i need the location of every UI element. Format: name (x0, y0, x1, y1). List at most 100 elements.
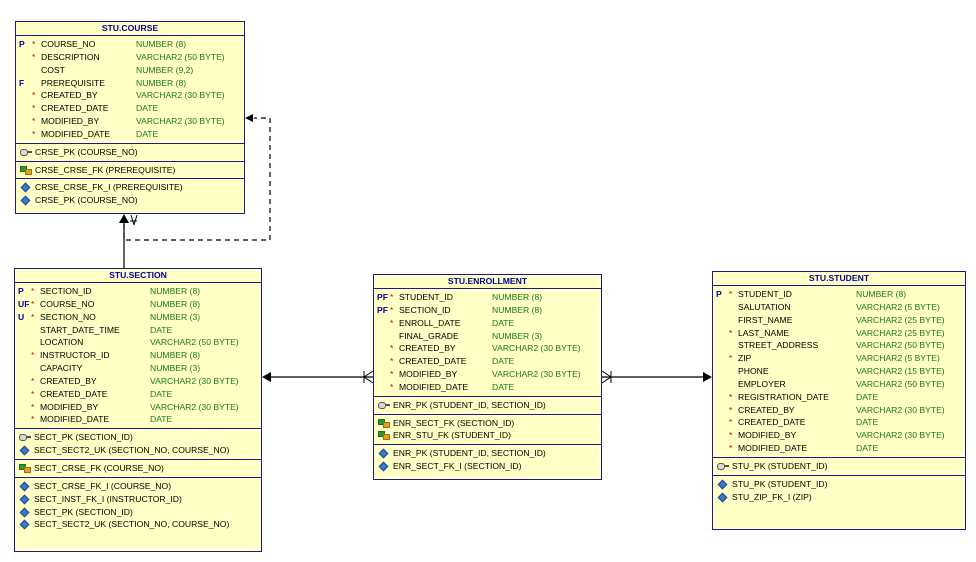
column-type: VARCHAR2 (5 BYTE) (856, 353, 940, 364)
column-name: PHONE (738, 366, 769, 377)
required-marker: * (32, 116, 36, 127)
foreign-key-row[interactable]: ENR_SECT_FK (SECTION_ID) (374, 417, 601, 430)
foreign-key-row[interactable]: ENR_STU_FK (STUDENT_ID) (374, 429, 601, 442)
primary-key-row[interactable]: STU_PK (STUDENT_ID) (713, 460, 965, 473)
column-row[interactable]: * CREATED_BY VARCHAR2 (30 BYTE) (16, 89, 244, 102)
column-type: VARCHAR2 (30 BYTE) (150, 375, 239, 386)
required-marker: * (31, 286, 35, 296)
table-title: STU.SECTION (15, 269, 261, 283)
index-row[interactable]: SECT_INST_FK_I (INSTRUCTOR_ID) (15, 493, 261, 506)
foreign-key-row[interactable]: CRSE_CRSE_FK (PREREQUISITE) (16, 164, 244, 177)
column-name: MODIFIED_BY (738, 430, 797, 441)
column-type: DATE (136, 128, 159, 139)
column-name: CREATED_BY (40, 375, 97, 386)
column-type: NUMBER (9,2) (136, 64, 194, 75)
foreign-key-icon (20, 165, 32, 175)
required-marker: * (729, 289, 733, 299)
column-name: LAST_NAME (738, 327, 790, 338)
column-name: MODIFIED_BY (41, 116, 100, 127)
required-marker: * (390, 381, 394, 392)
index-row[interactable]: ENR_PK (STUDENT_ID, SECTION_ID) (374, 447, 601, 460)
primary-key-section: CRSE_PK (COURSE_NO) (16, 144, 244, 162)
foreign-key-row[interactable]: SECT_CRSE_FK (COURSE_NO) (15, 462, 261, 475)
required-marker: * (32, 128, 36, 139)
required-marker: * (390, 369, 394, 380)
column-type: VARCHAR2 (30 BYTE) (136, 90, 225, 101)
required-marker: * (32, 90, 36, 101)
column-type: VARCHAR2 (25 BYTE) (856, 327, 945, 338)
constraint-label: SECT_PK (SECTION_ID) (34, 506, 133, 517)
rel-enrollment-section-crow-a (363, 370, 374, 378)
column-name: CREATED_BY (41, 90, 98, 101)
index-row[interactable]: CRSE_PK (COURSE_NO) (16, 194, 244, 207)
column-name: PREREQUISITE (41, 77, 105, 88)
required-marker: * (729, 391, 733, 402)
required-marker: * (32, 103, 36, 114)
constraint-label: CRSE_CRSE_FK_I (PREREQUISITE) (35, 182, 183, 193)
primary-key-row[interactable]: ENR_PK (STUDENT_ID, SECTION_ID) (374, 399, 601, 412)
required-marker: * (32, 39, 36, 49)
primary-key-row[interactable]: SECT_PK (SECTION_ID) (15, 431, 261, 444)
column-type: NUMBER (8) (150, 350, 201, 361)
index-row[interactable]: SECT_PK (SECTION_ID) (15, 506, 261, 519)
unique-key-row[interactable]: SECT_SECT2_UK (SECTION_NO, COURSE_NO) (15, 444, 261, 457)
column-name: COURSE_NO (41, 39, 96, 49)
required-marker: * (729, 430, 733, 441)
primary-key-row[interactable]: CRSE_PK (COURSE_NO) (16, 146, 244, 159)
index-row[interactable]: STU_ZIP_FK_I (ZIP) (713, 491, 965, 504)
column-type: VARCHAR2 (50 BYTE) (150, 337, 239, 348)
index-row[interactable]: ENR_SECT_FK_I (SECTION_ID) (374, 460, 601, 473)
index-row[interactable]: CRSE_CRSE_FK_I (PREREQUISITE) (16, 181, 244, 194)
index-row[interactable]: SECT_CRSE_FK_I (COURSE_NO) (15, 480, 261, 493)
column-name: SECTION_ID (399, 304, 451, 315)
index-row[interactable]: SECT_SECT2_UK (SECTION_NO, COURSE_NO) (15, 518, 261, 531)
index-icon (378, 449, 390, 457)
index-row[interactable]: STU_PK (STUDENT_ID) (713, 478, 965, 491)
